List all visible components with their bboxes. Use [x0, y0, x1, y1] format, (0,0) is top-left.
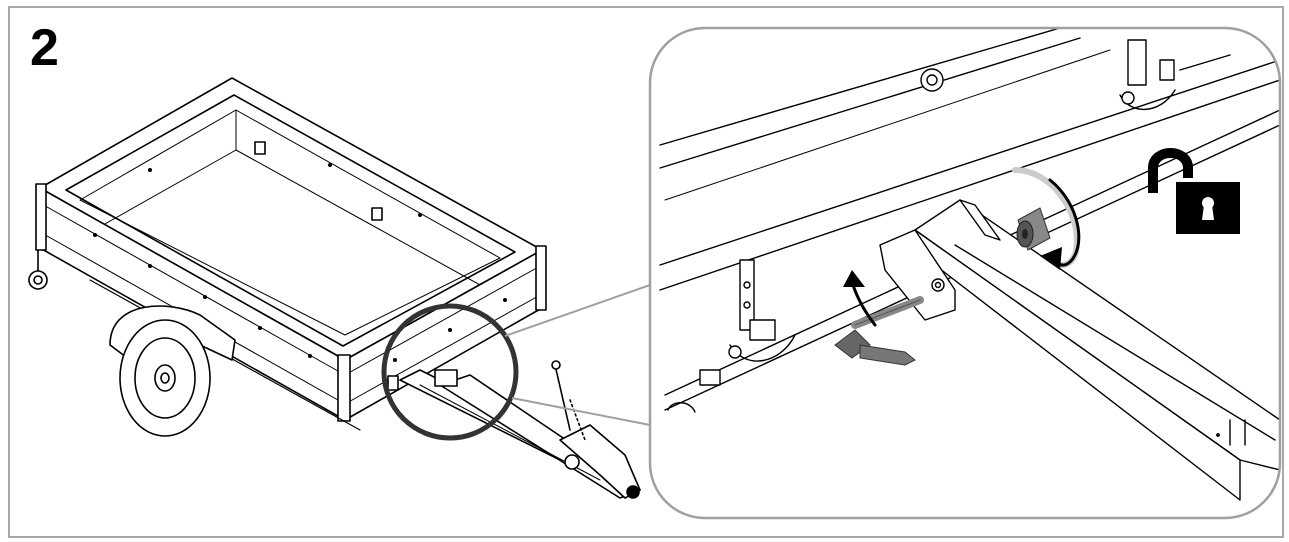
detail-inset-border: [648, 26, 1282, 520]
rotate-arrow-icon: [1012, 167, 1081, 270]
coupling-head: [559, 424, 641, 499]
detail-nut: [1016, 207, 1051, 251]
removed-bolt: [834, 296, 924, 366]
pull-up-arrow-icon: [843, 270, 877, 327]
hinge-top-right: [1119, 39, 1231, 111]
detail-drawbar-beam: [914, 199, 1280, 501]
callout-line-bottom: [511, 397, 651, 426]
callout-line-top: [504, 284, 651, 337]
hinge-left: [699, 259, 796, 386]
step-number: 2: [30, 19, 59, 77]
callout-circle: [381, 303, 519, 441]
trailer-inner-rim: [65, 94, 516, 347]
trailer-overview: [28, 77, 641, 499]
mounting-bracket: [879, 199, 1001, 321]
open-padlock-icon: [1148, 148, 1240, 234]
trailer-wheel: [119, 319, 211, 437]
drawbar-bolt-detail: [650, 28, 1280, 518]
